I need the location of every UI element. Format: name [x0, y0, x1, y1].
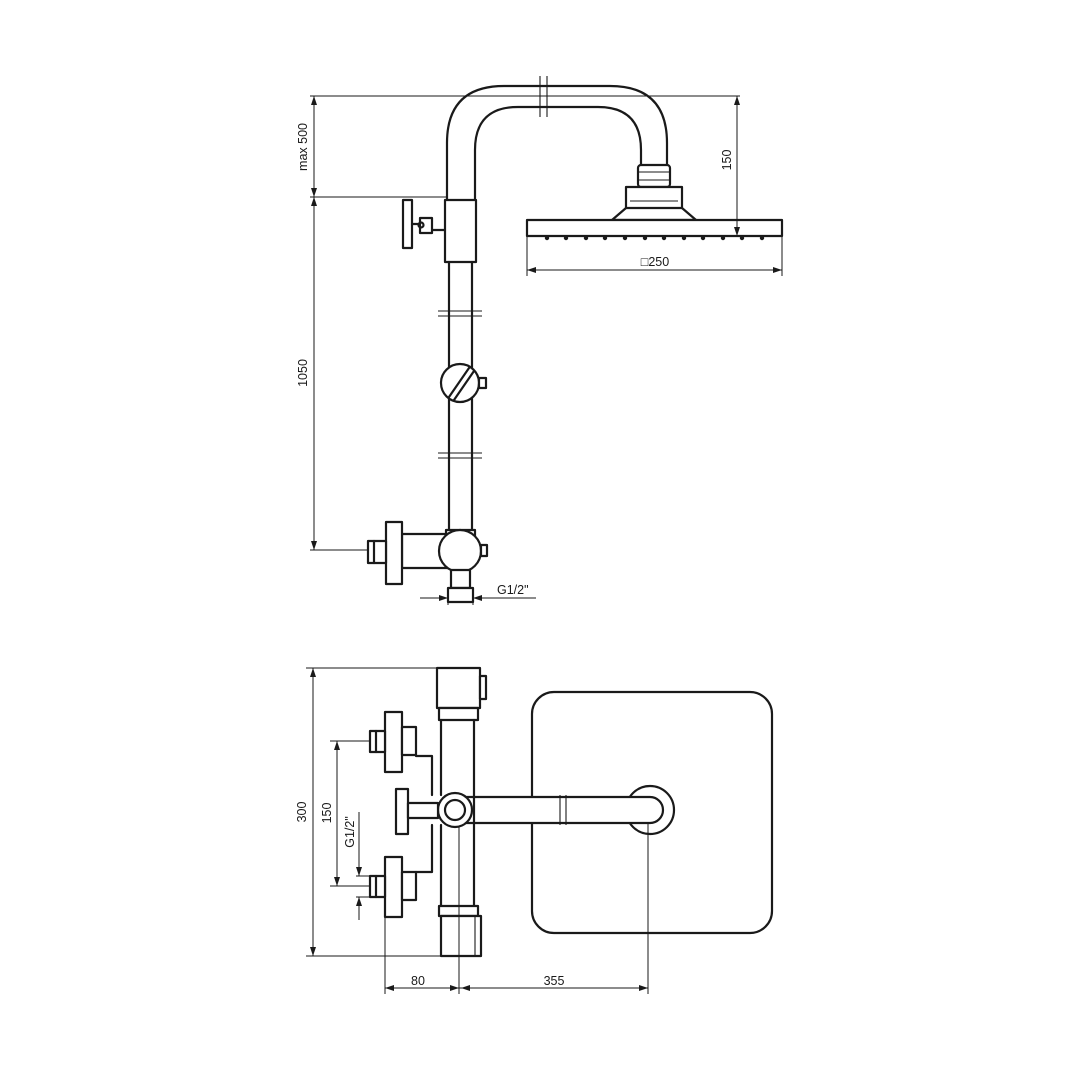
- dim-riser-max: max 500: [296, 95, 740, 198]
- plan-view: 300 150 G1/2" 80: [295, 666, 774, 994]
- dim-inlet-spacing-label: 150: [320, 803, 334, 824]
- dim-head-drop: 150: [682, 96, 744, 237]
- dim-inlet-thread-plan: G1/2": [343, 812, 370, 920]
- dim-wall-offset-label: 80: [411, 974, 425, 988]
- dim-wall-offset: 80: [384, 827, 460, 994]
- dim-overall-depth-label: 300: [295, 802, 309, 823]
- slider-knob: [439, 362, 488, 404]
- elevation-view: max 500 1050 150 □250: [296, 76, 784, 605]
- overhead-arm: [445, 76, 669, 202]
- dim-arm-reach-label: 355: [544, 974, 565, 988]
- dim-head-drop-label: 150: [720, 150, 734, 171]
- nozzle-row: [544, 235, 765, 241]
- dim-column-height: 1050: [296, 197, 368, 551]
- dim-arm-reach: 355: [459, 823, 649, 994]
- dim-head-size: □250: [526, 236, 783, 276]
- dim-inlet-spacing: 150: [320, 740, 370, 887]
- dim-riser-max-label: max 500: [296, 123, 310, 171]
- dim-inlet-thread-plan-label: G1/2": [343, 816, 357, 848]
- dim-head-size-label: □250: [641, 255, 669, 269]
- handle-bottom: [368, 823, 434, 919]
- handle-middle: [394, 787, 440, 836]
- handle-top: [368, 710, 434, 797]
- arm-plan: [436, 784, 676, 836]
- dim-overall-depth: 300: [295, 667, 441, 957]
- column-plan: [435, 666, 488, 958]
- diverter-block: [401, 198, 478, 264]
- shower-head: [525, 163, 784, 241]
- mixer-body: [366, 520, 489, 604]
- dim-column-height-label: 1050: [296, 359, 310, 387]
- dim-inlet-thread-elev: G1/2": [420, 583, 536, 605]
- dim-inlet-thread-elev-label: G1/2": [497, 583, 529, 597]
